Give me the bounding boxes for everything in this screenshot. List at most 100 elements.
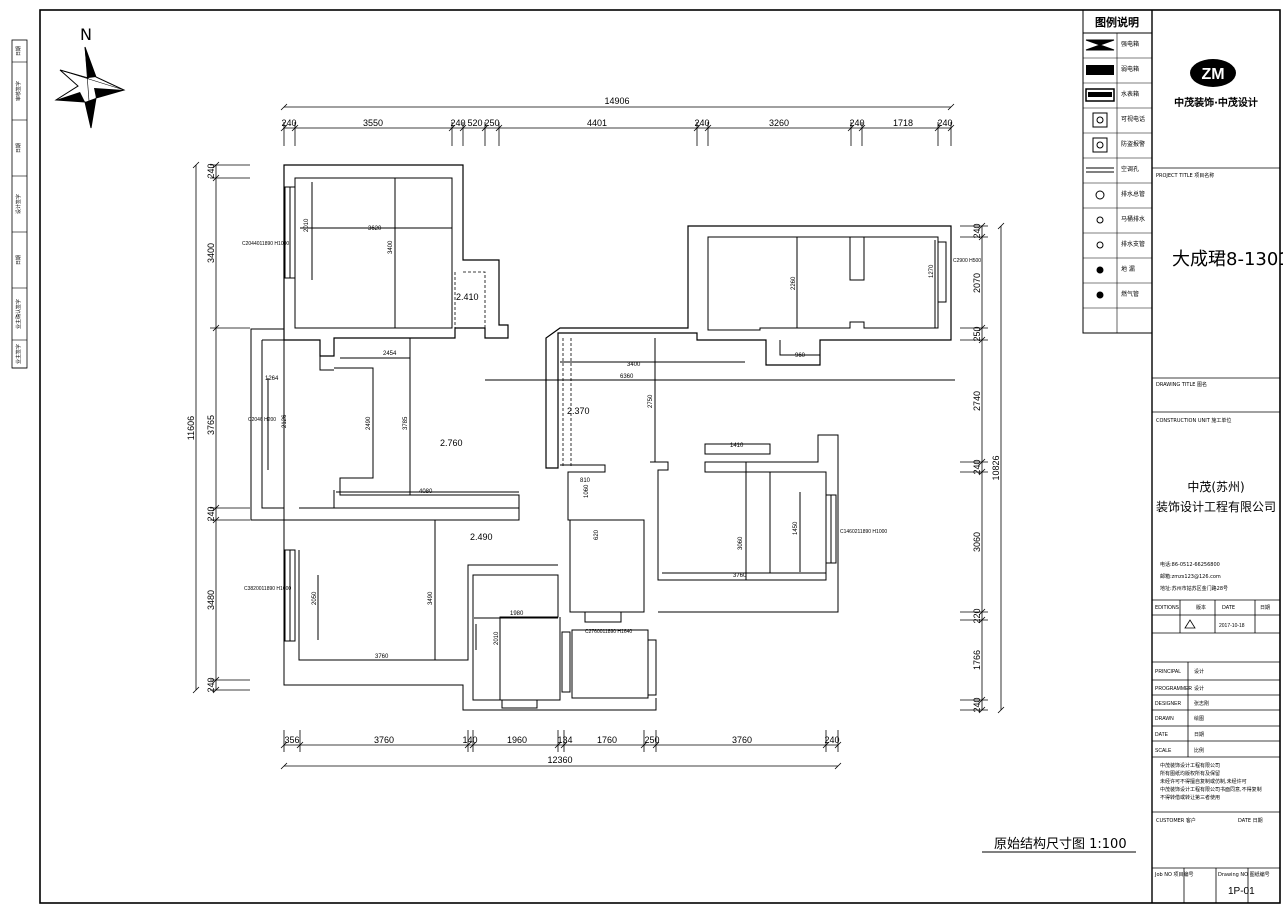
legend-symbol-icon	[1095, 190, 1105, 200]
dim-label: 1450	[793, 521, 799, 535]
strip-label: 日期	[16, 143, 22, 153]
legend-label: 排水总管	[1121, 190, 1145, 198]
tb-row-label: DATE	[1155, 732, 1169, 738]
dim-right-total: 10826	[991, 455, 1001, 480]
dim-label: 2010	[494, 631, 500, 645]
dim-bottom: 240	[824, 735, 839, 745]
rev-header: EDITIONS	[1155, 605, 1179, 611]
dim-label: 2.410	[456, 292, 479, 302]
dim-right: 220	[972, 608, 982, 623]
company-email: 邮箱:zmzs123@126.com	[1160, 573, 1221, 580]
tb-row-label: PRINCIPAL	[1155, 669, 1181, 675]
dim-left: 3765	[206, 415, 216, 435]
legend-symbol-icon	[1092, 112, 1108, 128]
tb-note: 中茂装饰设计工程有限公司书面同意,不得复制	[1160, 786, 1262, 793]
dim-label: 3620	[368, 226, 382, 232]
legend-label: 可视电话	[1121, 115, 1145, 123]
revision-date: 2017-10-18	[1219, 623, 1245, 629]
dim-top: 1718	[893, 118, 913, 128]
strip-label: 审核签字	[15, 81, 22, 101]
dim-bottom: 356	[284, 735, 299, 745]
company-address: 地址:苏州市姑苏区金门路28号	[1160, 585, 1228, 592]
legend-symbol-icon	[1086, 65, 1114, 75]
brand-name: 中茂装饰·中茂设计	[1174, 96, 1258, 109]
dim-bottom: 1960	[507, 735, 527, 745]
company-phone: 电话:86-0512-66256800	[1160, 561, 1220, 568]
drawing-title: 原始结构尺寸图 1:100	[994, 837, 1127, 852]
tb-row-value: 张志刚	[1194, 700, 1209, 707]
dim-left: 240	[206, 506, 216, 521]
tb-row-label: PROGRAMMER	[1155, 686, 1192, 692]
dim-top: 3260	[769, 118, 789, 128]
legend-label: 水表箱	[1121, 90, 1139, 98]
window-label: C2760011890 H1640	[585, 629, 632, 635]
dim-top: 250	[484, 118, 499, 128]
tb-note: 不得转借或转让第三者使用	[1160, 794, 1220, 801]
dim-label: 2.760	[440, 438, 463, 448]
project-name: 大成珺8-1301	[1172, 249, 1283, 270]
dim-bottom: 1760	[597, 735, 617, 745]
dim-left: 3480	[206, 590, 216, 610]
legend-symbol-icon	[1096, 291, 1104, 299]
dimension-lines	[192, 103, 1005, 770]
company-line2: 装饰设计工程有限公司	[1156, 499, 1276, 514]
dim-label: 2454	[383, 351, 397, 357]
drawing-number: 1P-01	[1228, 886, 1255, 897]
dim-top: 240	[694, 118, 709, 128]
dim-label: 2260	[791, 276, 797, 290]
strip-label: 业主确认签字	[15, 299, 22, 329]
legend-label: 马桶排水	[1121, 215, 1145, 223]
legend-label: 排水支管	[1121, 240, 1145, 248]
svg-text:ZM: ZM	[1201, 66, 1224, 83]
dim-label: 3760	[733, 573, 747, 579]
dim-top: 3550	[363, 118, 383, 128]
sheet-border	[39, 9, 1281, 904]
customer-date-label: DATE 日期	[1238, 818, 1263, 824]
dim-label: 620	[594, 529, 600, 540]
legend-label: 地 漏	[1121, 265, 1135, 273]
legend-symbol-icon	[1085, 88, 1115, 102]
revision-triangle-icon	[1184, 619, 1196, 629]
window-label: C2900 H500	[953, 258, 981, 264]
tb-note: 未经许可不得擅自复制或仿制,未经许可	[1160, 778, 1247, 785]
dim-label: 3400	[388, 240, 394, 254]
dim-right: 240	[972, 459, 982, 474]
strip-label: 业主签字	[15, 344, 22, 364]
dim-right: 3060	[972, 532, 982, 552]
dim-label: 1980	[510, 611, 524, 617]
interior-dims: 3620 3400 2010 2.410 2454 2490 3785 4080…	[242, 218, 981, 660]
window-label: C2046 H200	[248, 417, 276, 423]
title-block	[1151, 10, 1280, 903]
window-label: C2044011890 H1000	[242, 241, 289, 247]
tb-row-value: 绘图	[1194, 715, 1204, 722]
dim-right: 2740	[972, 391, 982, 411]
dim-label: 3400	[627, 362, 641, 368]
tb-row-value: 比例	[1194, 747, 1204, 754]
legend-label: 强电箱	[1121, 40, 1139, 48]
rev-header: 日期	[1260, 605, 1270, 611]
dim-bottom: 140	[462, 735, 477, 745]
tb-row-value: 设计	[1194, 668, 1204, 675]
company-line1: 中茂(苏州)	[1187, 479, 1244, 494]
dim-right: 250	[972, 326, 982, 341]
tb-row-value: 日期	[1194, 732, 1204, 738]
dim-label: 2126	[282, 414, 288, 428]
dim-left: 3400	[206, 243, 216, 263]
floor-plan	[250, 164, 955, 711]
legend-symbol-icon	[1092, 137, 1108, 153]
window-label: C1460211890 H1000	[840, 529, 887, 535]
strip-label: 日期	[16, 255, 22, 265]
legend-symbol-icon	[1085, 39, 1115, 51]
dim-label: 3060	[738, 536, 744, 550]
legend-label: 弱电箱	[1121, 65, 1139, 73]
dim-label: 1270	[929, 264, 935, 278]
dim-top-total: 14906	[604, 96, 629, 106]
construction-label: CONSTRUCTION UNIT 施工单位	[1156, 417, 1231, 424]
dim-left: 240	[206, 677, 216, 692]
window-label: C3820011890 H1000	[244, 586, 291, 592]
dim-label: 1264	[265, 376, 279, 382]
dim-bottom: 3760	[732, 735, 752, 745]
dim-right: 240	[972, 223, 982, 238]
